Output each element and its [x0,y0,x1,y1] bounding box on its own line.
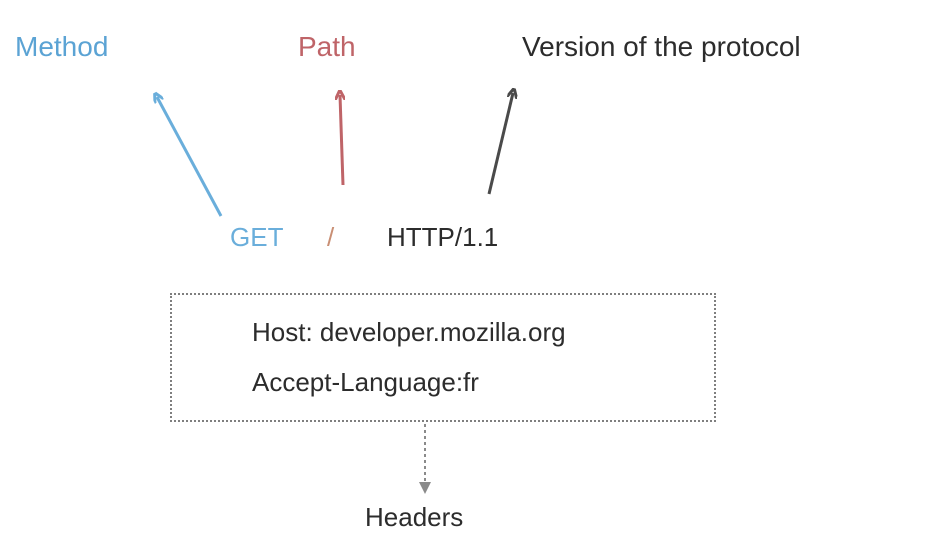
path-arrow [340,95,343,186]
path-label: Path [298,31,356,62]
version-label: Version of the protocol [522,31,801,62]
headers-caption: Headers [365,502,464,532]
headers-box: Host: developer.mozilla.org Accept-Langu… [170,293,716,422]
request-path: / [327,222,335,252]
request-method: GET [230,222,284,252]
version-arrow [487,93,513,195]
request-version: HTTP/1.1 [387,222,499,252]
header-accept-language: Accept-Language:fr [252,367,479,397]
method-label: Method [15,31,109,62]
header-host: Host: developer.mozilla.org [252,317,566,347]
method-arrow [157,97,223,217]
